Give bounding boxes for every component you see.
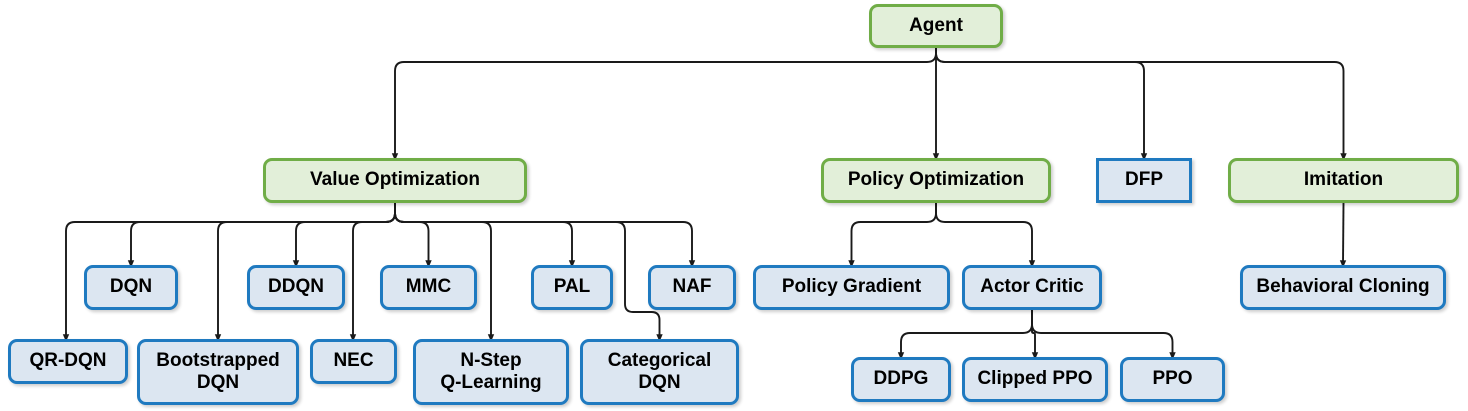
node-actor-critic[interactable]: Actor Critic: [962, 265, 1102, 310]
node-label-dfp: DFP: [1125, 169, 1163, 191]
node-qr-dqn[interactable]: QR-DQN: [8, 339, 128, 384]
node-mmc[interactable]: MMC: [380, 265, 477, 310]
node-dfp[interactable]: DFP: [1096, 158, 1192, 203]
edge-actor-critic-to-clipped-ppo: [1031, 310, 1039, 360]
node-label-ddqn: DDQN: [268, 276, 324, 298]
node-label-pal: PAL: [553, 276, 591, 298]
node-label-categorical-dqn: Categorical DQN: [607, 349, 712, 393]
node-label-policy-gradient: Policy Gradient: [781, 276, 922, 298]
edge-actor-critic-to-ddpg: [897, 310, 1033, 360]
node-label-mmc: MMC: [405, 276, 452, 298]
edge-imitation-to-behavioral-cloning: [1339, 202, 1347, 268]
edge-actor-critic-to-ppo: [1031, 310, 1176, 360]
node-label-value-optimization: Value Optimization: [310, 169, 480, 191]
node-policy-optimization[interactable]: Policy Optimization: [821, 158, 1051, 203]
edge-value-optimization-to-ddqn: [292, 203, 396, 268]
edge-value-optimization-to-mmc: [394, 203, 432, 268]
edge-agent-to-imitation: [935, 48, 1347, 161]
node-ppo[interactable]: PPO: [1120, 357, 1225, 402]
node-agent[interactable]: Agent: [869, 4, 1003, 48]
node-label-clipped-ppo: Clipped PPO: [977, 368, 1093, 390]
edge-agent-to-dfp: [935, 48, 1148, 161]
node-bootstrapped-dqn[interactable]: Bootstrapped DQN: [137, 339, 299, 405]
node-label-n-step-q-learning: N-Step Q-Learning: [440, 349, 542, 393]
node-pal[interactable]: PAL: [531, 265, 613, 310]
node-label-naf: NAF: [672, 276, 712, 298]
edge-policy-optimization-to-actor-critic: [935, 203, 1036, 268]
node-ddqn[interactable]: DDQN: [247, 265, 345, 310]
node-label-ppo: PPO: [1152, 368, 1193, 390]
node-label-policy-optimization: Policy Optimization: [847, 169, 1025, 191]
node-label-behavioral-cloning: Behavioral Cloning: [1256, 276, 1430, 298]
node-label-agent: Agent: [909, 14, 963, 36]
node-naf[interactable]: NAF: [648, 265, 736, 310]
node-label-bootstrapped-dqn: Bootstrapped DQN: [156, 349, 280, 393]
node-label-imitation: Imitation: [1303, 169, 1384, 191]
node-label-actor-critic: Actor Critic: [980, 276, 1084, 298]
node-label-nec: NEC: [333, 350, 374, 372]
edge-value-optimization-to-pal: [394, 203, 576, 268]
node-ddpg[interactable]: DDPG: [851, 357, 951, 402]
edge-value-optimization-to-dqn: [127, 203, 396, 268]
node-label-qr-dqn: QR-DQN: [29, 350, 107, 372]
node-value-optimization[interactable]: Value Optimization: [263, 158, 527, 203]
node-label-ddpg: DDPG: [873, 368, 929, 390]
edge-policy-optimization-to-policy-gradient: [848, 203, 937, 268]
node-policy-gradient[interactable]: Policy Gradient: [753, 265, 950, 310]
node-label-dqn: DQN: [109, 276, 153, 298]
node-nec[interactable]: NEC: [310, 339, 397, 384]
node-behavioral-cloning[interactable]: Behavioral Cloning: [1240, 265, 1446, 310]
node-clipped-ppo[interactable]: Clipped PPO: [962, 357, 1108, 402]
node-n-step-q-learning[interactable]: N-Step Q-Learning: [413, 339, 569, 405]
edge-value-optimization-to-naf: [394, 203, 696, 268]
edge-agent-to-value-optimization: [391, 48, 937, 161]
node-categorical-dqn[interactable]: Categorical DQN: [580, 339, 739, 405]
node-imitation[interactable]: Imitation: [1228, 158, 1459, 203]
node-dqn[interactable]: DQN: [84, 265, 178, 310]
